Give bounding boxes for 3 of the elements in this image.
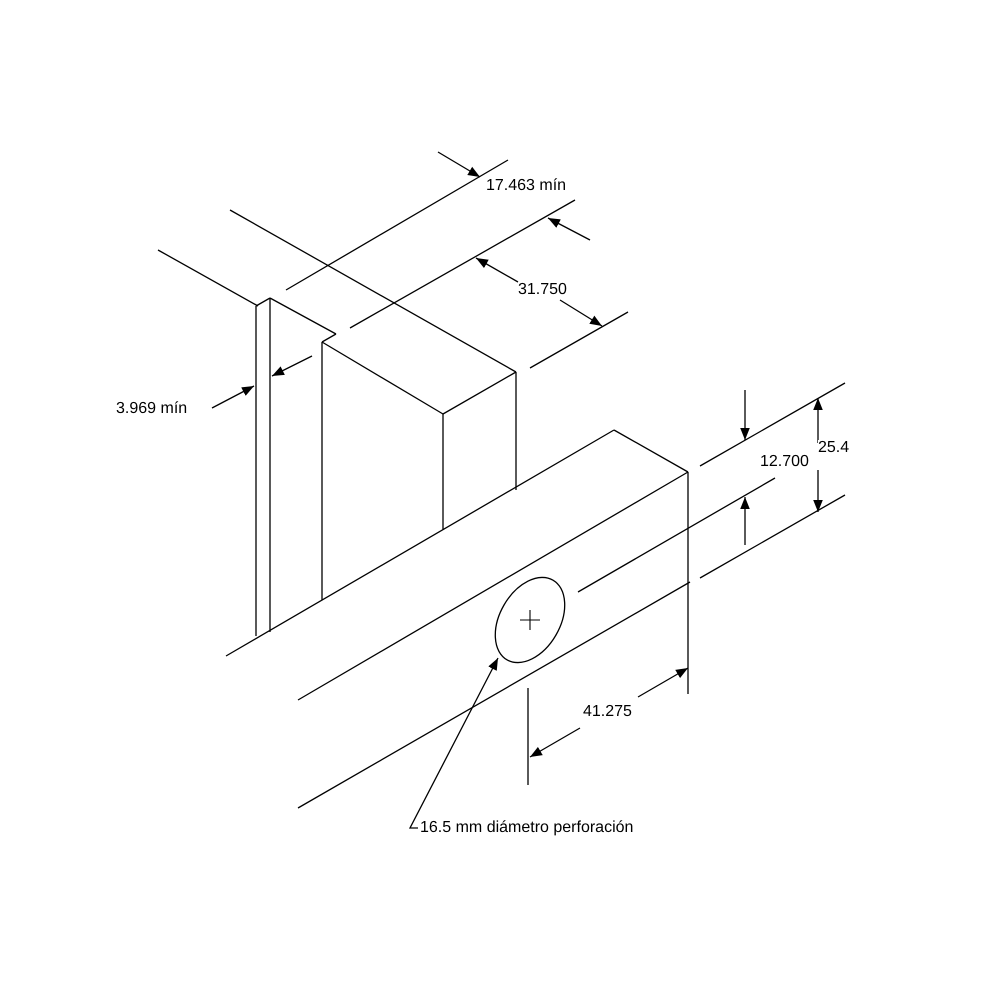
note-text: 16.5 mm diámetro perforación xyxy=(420,818,634,838)
leader-line xyxy=(408,658,499,829)
hole-drawing xyxy=(494,576,566,664)
